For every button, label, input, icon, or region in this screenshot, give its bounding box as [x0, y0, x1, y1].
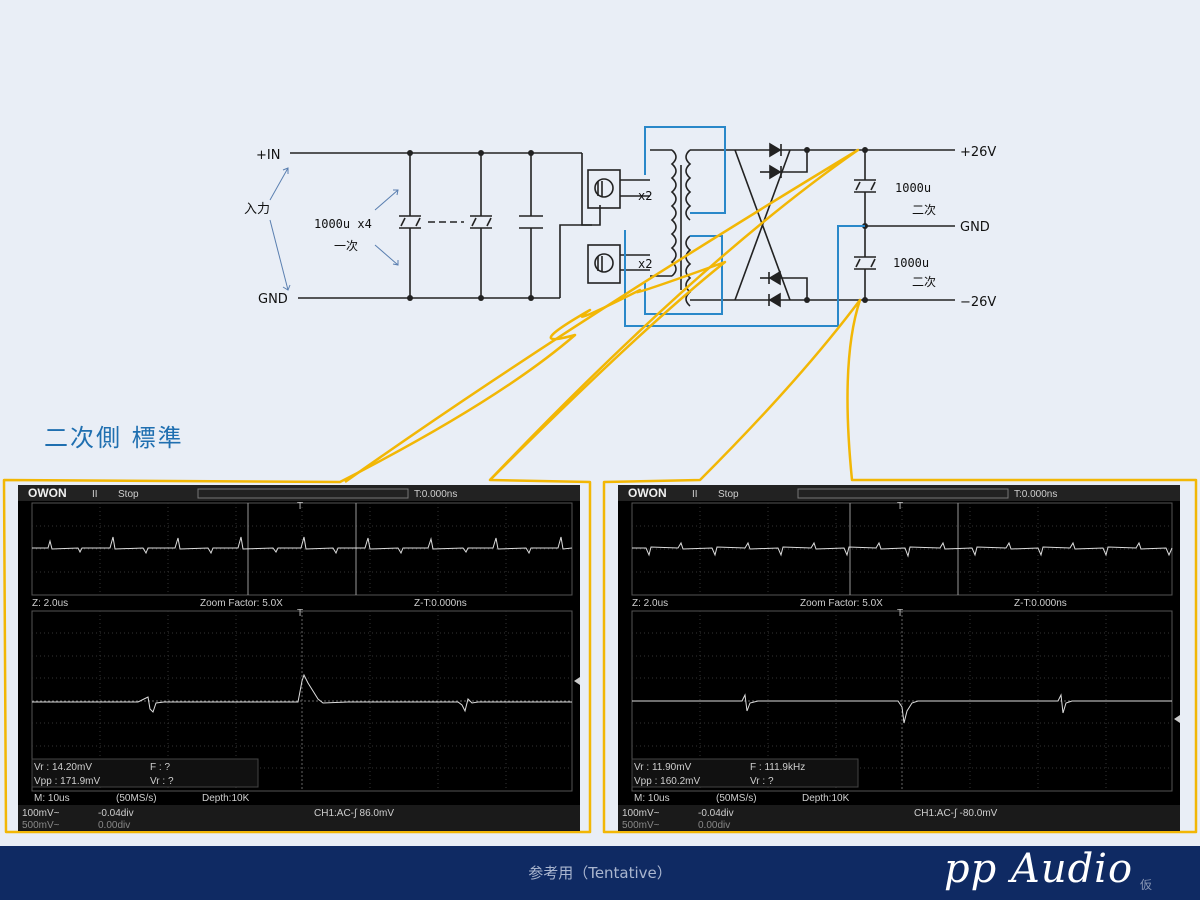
primary-capacitor-4	[470, 153, 492, 298]
footer-bar: 参考用（Tentative） pp Audio 仮	[0, 846, 1200, 900]
label-out-gnd: GND	[960, 220, 990, 235]
primary-capacitor-1	[399, 153, 421, 298]
brand-logo: pp Audio	[944, 846, 1134, 892]
scope-trigger-time: T:0.000ns	[1014, 489, 1057, 500]
zoom-trace	[32, 673, 572, 713]
meas-freq: F : ?	[150, 762, 170, 773]
scope-trigger-info: CH1:AC-∫ 86.0mV	[314, 808, 394, 819]
label-cap-bottom: 1000u	[893, 256, 929, 270]
secondary-capacitor-top	[854, 150, 876, 226]
scope-pause: II	[692, 489, 698, 500]
label-input-gnd: GND	[258, 292, 288, 307]
meas-freq: F : 111.9kHz	[750, 762, 805, 773]
svg-text:T: T	[297, 501, 303, 512]
meas-vpp: Vpp : 171.9mV	[34, 776, 100, 787]
scope-zoom-factor: Zoom Factor: 5.0X	[200, 598, 283, 609]
svg-text:T: T	[897, 501, 903, 512]
label-plus-in: +IN	[256, 148, 280, 163]
diode-bottom-1	[760, 270, 808, 300]
label-secondary-bottom: 二次	[912, 275, 936, 289]
meas-vpp: Vpp : 160.2mV	[634, 776, 700, 787]
scope-depth: Depth:10K	[202, 793, 250, 804]
ch2-offset: 0.00div	[698, 820, 730, 831]
diode-bottom-2	[768, 292, 865, 308]
ch2-scale: 500mV~	[622, 820, 660, 831]
label-out-negative: −26V	[960, 295, 996, 310]
scope-zoom-factor: Zoom Factor: 5.0X	[800, 598, 883, 609]
svg-text:T: T	[897, 608, 903, 619]
diode-top-2	[760, 150, 808, 180]
diode-top-1	[769, 142, 865, 158]
callout-left	[2, 260, 727, 834]
label-secondary-top: 二次	[912, 203, 936, 217]
ch2-offset: 0.00div	[98, 820, 130, 831]
input-arrows	[269, 167, 399, 291]
scope-zoom-time: Z-T:0.000ns	[414, 598, 467, 609]
label-primary-caps: 1000u x4	[314, 217, 372, 231]
scope-run-state: Stop	[718, 489, 739, 500]
scope-run-state: Stop	[118, 489, 139, 500]
scope-screen-right: OWON II Stop T:0.000ns Z: 2.0us Zoom Fac…	[618, 485, 1180, 831]
ch1-offset: -0.04div	[698, 808, 734, 819]
ch2-scale: 500mV~	[22, 820, 60, 831]
callout-right	[602, 298, 1198, 834]
label-cap-top: 1000u	[895, 181, 931, 195]
scope-zoom-left: Z: 2.0us	[32, 598, 68, 609]
meas-vr: Vr : 11.90mV	[634, 762, 692, 773]
scope-zoom-time: Z-T:0.000ns	[1014, 598, 1067, 609]
scope-trigger-time: T:0.000ns	[414, 489, 457, 500]
primary-winding	[670, 149, 677, 277]
label-x2-bottom: x2	[638, 257, 652, 271]
label-x2-top: x2	[638, 189, 652, 203]
primary-film-capacitor	[519, 153, 543, 298]
section-heading: 二次側 標準	[44, 424, 184, 452]
meas-vr2: Vr : ?	[750, 776, 774, 787]
zoom-trace	[632, 693, 1172, 724]
scope-zoom-left: Z: 2.0us	[632, 598, 668, 609]
scope-sample-rate: (50MS/s)	[116, 793, 157, 804]
ch1-offset: -0.04div	[98, 808, 134, 819]
svg-text:T: T	[297, 608, 303, 619]
scope-sample-rate: (50MS/s)	[716, 793, 757, 804]
secondary-winding-upper	[685, 149, 692, 221]
scope-brand: OWON	[28, 486, 67, 500]
ch1-scale: 100mV~	[22, 808, 60, 819]
scope-panel-left: OWON II Stop T:0.000ns Z: 2.0us Zoom Fac…	[18, 485, 580, 831]
probe-highlight	[624, 126, 865, 327]
upper-mosfet	[587, 169, 650, 209]
ch1-scale: 100mV~	[622, 808, 660, 819]
scope-brand: OWON	[628, 486, 667, 500]
scope-panel-right: OWON II Stop T:0.000ns Z: 2.0us Zoom Fac…	[618, 485, 1180, 831]
footer-text: 参考用（Tentative）	[528, 864, 672, 882]
label-out-positive: +26V	[960, 145, 996, 160]
circuit-diagram	[269, 142, 955, 308]
overview-trace	[32, 536, 573, 555]
scope-screen-left: OWON II Stop T:0.000ns Z: 2.0us Zoom Fac…	[18, 485, 580, 831]
scope-trigger-info: CH1:AC-∫ -80.0mV	[914, 808, 998, 819]
lower-mosfet-wire	[559, 224, 592, 298]
meas-vr: Vr : 14.20mV	[34, 762, 92, 773]
scope-depth: Depth:10K	[802, 793, 850, 804]
meas-vr2: Vr : ?	[150, 776, 174, 787]
secondary-capacitor-bottom	[854, 226, 876, 300]
scope-timebase: M: 10us	[34, 793, 70, 804]
scope-pause: II	[92, 489, 98, 500]
scope-timebase: M: 10us	[634, 793, 670, 804]
circuit-labels: +IN GND 入力 1000u x4 一次 x2 x2 1000u 二次 10…	[244, 145, 996, 310]
label-input: 入力	[244, 202, 270, 217]
overview-trace	[632, 541, 1173, 558]
callout-frames	[2, 148, 1198, 834]
label-primary-side: 一次	[334, 239, 358, 253]
brand-sub: 仮	[1140, 878, 1153, 892]
junction-dots	[407, 147, 868, 303]
